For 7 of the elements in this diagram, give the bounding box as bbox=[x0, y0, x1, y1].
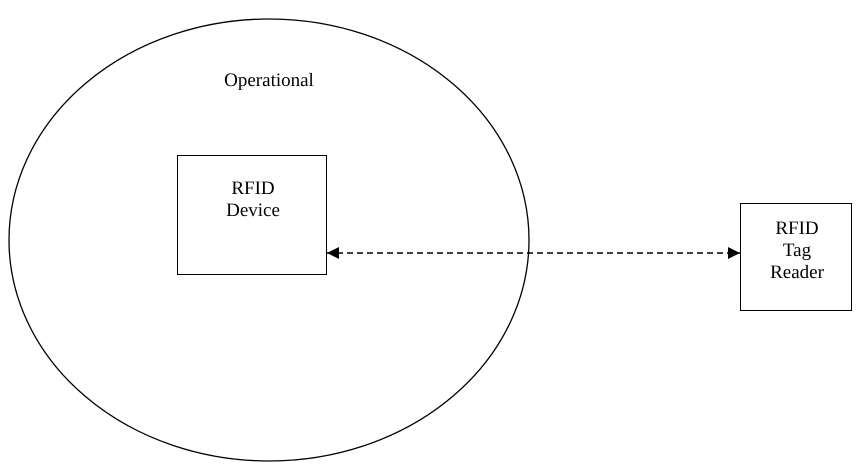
process-box bbox=[177, 155, 327, 275]
arrow bbox=[327, 247, 740, 259]
region-label: Operational bbox=[223, 70, 315, 92]
box-label: RFID Device bbox=[225, 178, 281, 222]
ellipse-region bbox=[8, 18, 530, 462]
process-box bbox=[740, 203, 852, 311]
box-label: RFID Tag Reader bbox=[769, 218, 825, 284]
